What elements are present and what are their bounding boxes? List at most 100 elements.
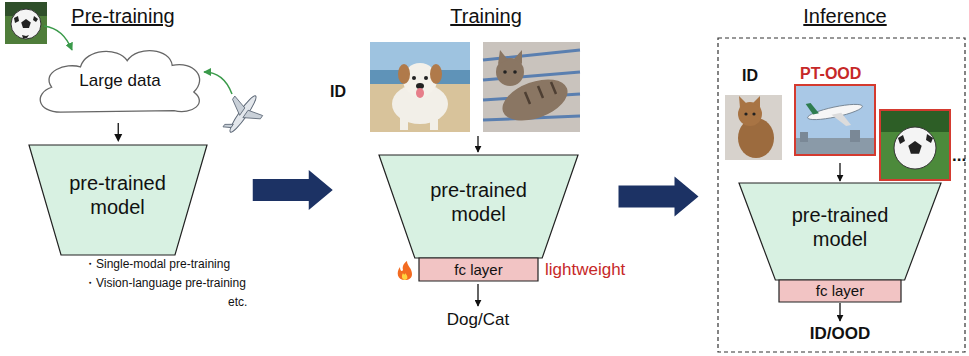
- model-trapezoid-content: pre-trained model: [774, 183, 907, 270]
- bullet-note: etc.: [228, 295, 247, 309]
- trainable-icon-part: [402, 273, 407, 280]
- soccer-photo-part: [33, 16, 38, 22]
- model-trapezoid: pre-trained model: [739, 183, 941, 280]
- pt-ood-airplane-photo-part: [795, 85, 875, 155]
- pt-ood-soccer-photo-part: [908, 141, 921, 154]
- lightweight-note: lightweight: [545, 260, 625, 280]
- model-trapezoid-content: pre-trained model: [59, 145, 176, 244]
- ellipsis: ...: [952, 146, 966, 166]
- output-label: Dog/Cat: [447, 310, 509, 330]
- flow-arrow: [477, 284, 478, 306]
- model-trapezoid-content: pre-trained model: [413, 155, 544, 248]
- soccer-photo-part: [5, 2, 47, 44]
- fc-layer-box-content: fc layer: [785, 280, 895, 302]
- data-cloud: Large data: [30, 42, 210, 120]
- section-heading: Training: [450, 4, 522, 28]
- cat-photo-part: [752, 112, 755, 115]
- cat-photo-part: [725, 95, 782, 160]
- section-heading: Inference: [803, 4, 886, 28]
- dog-photo-part: [430, 112, 438, 130]
- pt-ood-soccer-photo-part: [880, 110, 950, 180]
- fc-layer-box: fc layer: [779, 280, 901, 302]
- soccer-photo-part: [21, 19, 31, 28]
- cat-photo-part: [525, 82, 556, 104]
- trainable-icon-part: [398, 261, 412, 280]
- dog-photo: [370, 42, 470, 132]
- connector-line: [118, 123, 119, 135]
- airplane-photo-part-part: [243, 107, 263, 126]
- cat-photo-part: [739, 96, 747, 108]
- dog-photo-part: [416, 88, 424, 98]
- stage-arrow: [253, 170, 333, 210]
- node-text: Large data: [79, 71, 160, 91]
- soccer-photo-part: [14, 16, 19, 23]
- output-label: ID/OOD: [810, 324, 870, 344]
- stage-arrow: [619, 177, 699, 217]
- dog-photo-part: [424, 76, 428, 80]
- data-cloud-outline: [40, 51, 199, 113]
- pt-ood-soccer-photo-part: [926, 134, 933, 143]
- green-arrow: [204, 72, 232, 94]
- fc-layer-box-content: fc layer: [425, 258, 532, 281]
- fc-layer-box-outline: [419, 258, 538, 281]
- data-cloud-content: Large data: [39, 42, 201, 120]
- model-trapezoid-outline: [379, 155, 578, 258]
- arrowhead: [114, 134, 122, 142]
- bullet-note: ・Single-modal pre-training: [84, 257, 230, 271]
- airplane-photo-part-part: [223, 120, 233, 131]
- connector: [619, 177, 699, 217]
- pt-ood-airplane-photo-part: [795, 85, 875, 155]
- pt-ood-airplane-photo-part-part: [806, 102, 819, 116]
- airplane-photo-part: [216, 86, 269, 142]
- dashed-region: [718, 38, 965, 352]
- fc-layer-box: fc layer: [419, 258, 538, 281]
- soccer-photo-part: [22, 35, 29, 38]
- cat-photo: [483, 42, 580, 132]
- pt-ood-soccer-photo: [880, 110, 950, 180]
- dog-photo-part: [398, 64, 410, 84]
- fc-layer-box-outline: [779, 280, 901, 302]
- dog-photo-part: [370, 42, 470, 132]
- pt-ood-airplane-photo-part-part: [832, 111, 852, 128]
- model-trapezoid: pre-trained model: [379, 155, 578, 258]
- model-trapezoid-outline: [29, 145, 207, 255]
- layer-name: fc layer: [454, 261, 502, 279]
- cat-photo-part: [513, 70, 517, 74]
- pt-ood-label: PT-OOD: [800, 64, 861, 83]
- dog-photo-part: [430, 64, 442, 84]
- pt-ood-soccer-photo-part: [894, 127, 936, 169]
- cat-photo-part: [483, 42, 580, 132]
- layer-name: fc layer: [816, 282, 864, 300]
- soccer-photo: [5, 2, 47, 44]
- trainable-icon: [398, 261, 412, 280]
- airplane-photo-part-part: [227, 96, 247, 115]
- pt-ood-airplane-photo-part: [800, 132, 808, 142]
- dog-photo-part: [370, 84, 470, 132]
- id-label: ID: [742, 66, 758, 85]
- pt-ood-soccer-photo-part: [898, 135, 905, 144]
- cat-photo-part: [744, 112, 747, 115]
- flow-arrow: [839, 163, 840, 181]
- connector: [253, 170, 333, 210]
- node-text: pre-trained model: [413, 178, 544, 226]
- pt-ood-airplane-photo-part: [805, 92, 866, 133]
- id-label: ID: [330, 82, 346, 101]
- bullet-note: ・Vision-language pre-training: [84, 276, 246, 290]
- node-text: pre-trained model: [774, 203, 907, 251]
- cat-photo: [725, 95, 782, 160]
- flow-arrow: [477, 136, 478, 152]
- section-heading: Pre-training: [71, 4, 174, 28]
- airplane-photo: [216, 86, 269, 142]
- pt-ood-airplane-photo-part-part: [807, 101, 864, 122]
- dog-photo-part: [412, 76, 416, 80]
- model-trapezoid-outline: [739, 183, 941, 280]
- green-arrow: [44, 26, 72, 50]
- pt-ood-airplane-photo: [795, 85, 875, 155]
- model-trapezoid: pre-trained model: [29, 145, 207, 255]
- pt-ood-soccer-photo-part: [880, 110, 950, 180]
- dog-photo-part: [400, 112, 408, 130]
- flow-arrow: [839, 303, 840, 321]
- cat-photo-part: [498, 50, 508, 64]
- node-text: pre-trained model: [59, 171, 176, 219]
